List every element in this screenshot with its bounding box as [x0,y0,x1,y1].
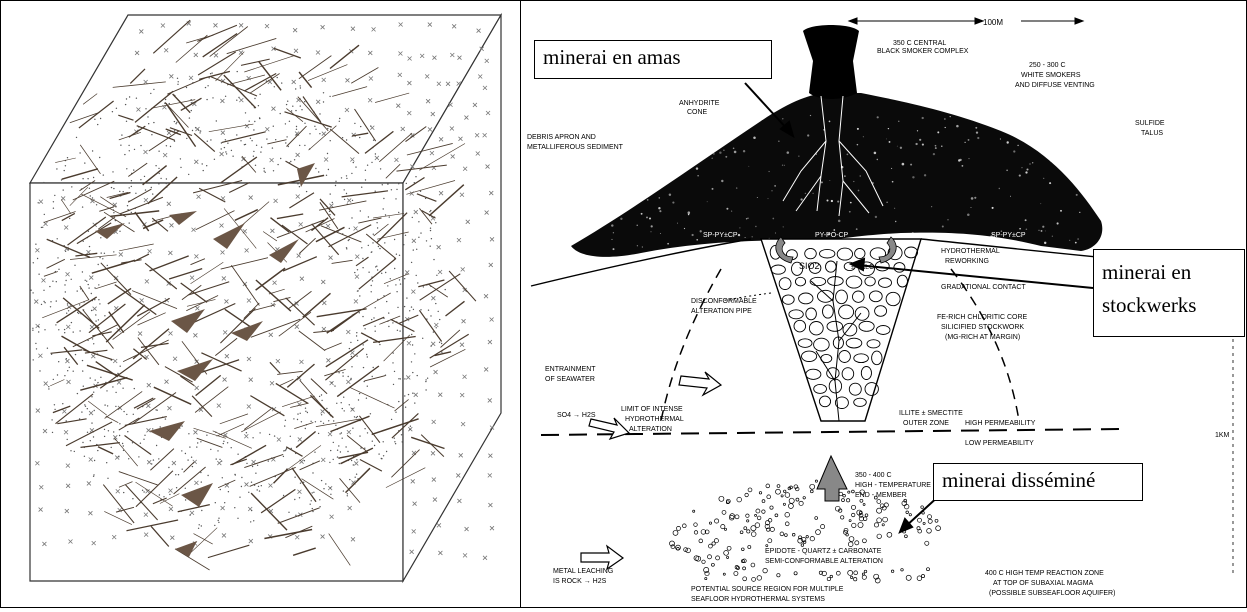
label-fe-rich-2: SILICIFIED STOCKWORK [941,324,1024,331]
label-source-2: SEAFLOOR HYDROTHERMAL SYSTEMS [691,596,825,603]
label-reaction: 400 C HIGH TEMP REACTION ZONE [985,570,1104,577]
label-sulfide: SULFIDE [1135,120,1165,127]
label-debris: DEBRIS APRON AND [527,134,596,141]
label-metal: METAL LEACHING [553,568,613,575]
callout-minerai-en-stockwerks: minerai en stockwerks [1093,249,1245,337]
block-front-face [30,183,403,581]
label-metal-2: IS ROCK → H2S [553,578,607,585]
label-illite-2: OUTER ZONE [903,420,949,427]
limit-left-dashed [661,269,721,421]
label-sulfide-2: TALUS [1141,130,1163,137]
label-anhydrite-2: CONE [687,109,708,116]
label-low-perm: LOW PERMEABILITY [965,440,1034,447]
label-endmember: 350 - 400 C [855,472,892,479]
label-limit: LIMIT OF INTENSE [621,406,683,413]
label-fe-rich-3: (MG-RICH AT MARGIN) [945,334,1020,341]
label-entrain: ENTRAINMENT [545,366,596,373]
label-white-smokers-3: AND DIFFUSE VENTING [1015,82,1095,89]
label-illite: ILLITE ± SMECTITE [899,410,963,417]
label-central-smoker: 350 C CENTRAL [893,40,946,47]
label-fe-rich: FE-RICH CHLORITIC CORE [937,314,1028,321]
label-source: POTENTIAL SOURCE REGION FOR MULTIPLE [691,586,844,593]
label-limit-3: ALTERATION [629,426,672,433]
label-sp-right: SP-PY±CP [991,232,1026,239]
label-white-smokers: 250 - 300 C [1029,62,1066,69]
label-talc: ± TALC [851,264,874,271]
callout-minerai-dissemine: minerai disséminé [933,463,1143,501]
black-smoker-chimney [803,25,859,99]
scale-bar [849,18,1083,24]
limit-right-dashed [951,269,1019,421]
stockwork-block-diagram-panel [1,1,520,607]
label-entrain-2: OF SEAWATER [545,376,595,383]
block-diagram-illustration [1,1,520,607]
label-anhydrite: ANHYDRITE [679,100,720,107]
label-endmember-2: HIGH - TEMPERATURE [855,482,931,489]
label-limit-2: HYDROTHERMAL [625,416,684,423]
label-hydro-rework-2: REWORKING [945,258,989,265]
vms-deposit-cross-section-panel: 100M [521,1,1246,607]
label-py-center: PY-PO-CP [815,232,849,239]
label-sio2: SIO2 [799,261,820,271]
scale-label: 100M [983,18,1003,27]
label-reaction-2: AT TOP OF SUBAXIAL MAGMA [993,580,1094,587]
label-high-perm: HIGH PERMEABILITY [965,420,1036,427]
label-disconf: DISCONFORMABLE [691,298,757,305]
label-central-smoker-2: BLACK SMOKER COMPLEX [877,48,969,55]
depth-scale-label: 1KM [1215,432,1230,439]
label-epidote-2: SEMI-CONFORMABLE ALTERATION [765,558,883,565]
label-hydro-rework: HYDROTHERMAL [941,248,1000,255]
label-endmember-3: END - MEMBER [855,492,907,499]
label-sp-left: SP-PY±CP [703,232,738,239]
label-so4: SO4 → H2S [557,412,596,419]
label-disconf-2: ALTERATION PIPE [691,308,752,315]
stockwork-pipe [761,239,921,421]
label-debris-2: METALLIFEROUS SEDIMENT [527,144,624,151]
label-reaction-3: (POSSIBLE SUBSEAFLOOR AQUIFER) [989,590,1115,597]
label-epidote: EPIDOTE - QUARTZ ± CARBONATE [765,548,882,555]
label-white-smokers-2: WHITE SMOKERS [1021,72,1081,79]
callout-minerai-en-amas: minerai en amas [534,40,772,79]
label-gradational: GRADATIONAL CONTACT [941,284,1026,291]
